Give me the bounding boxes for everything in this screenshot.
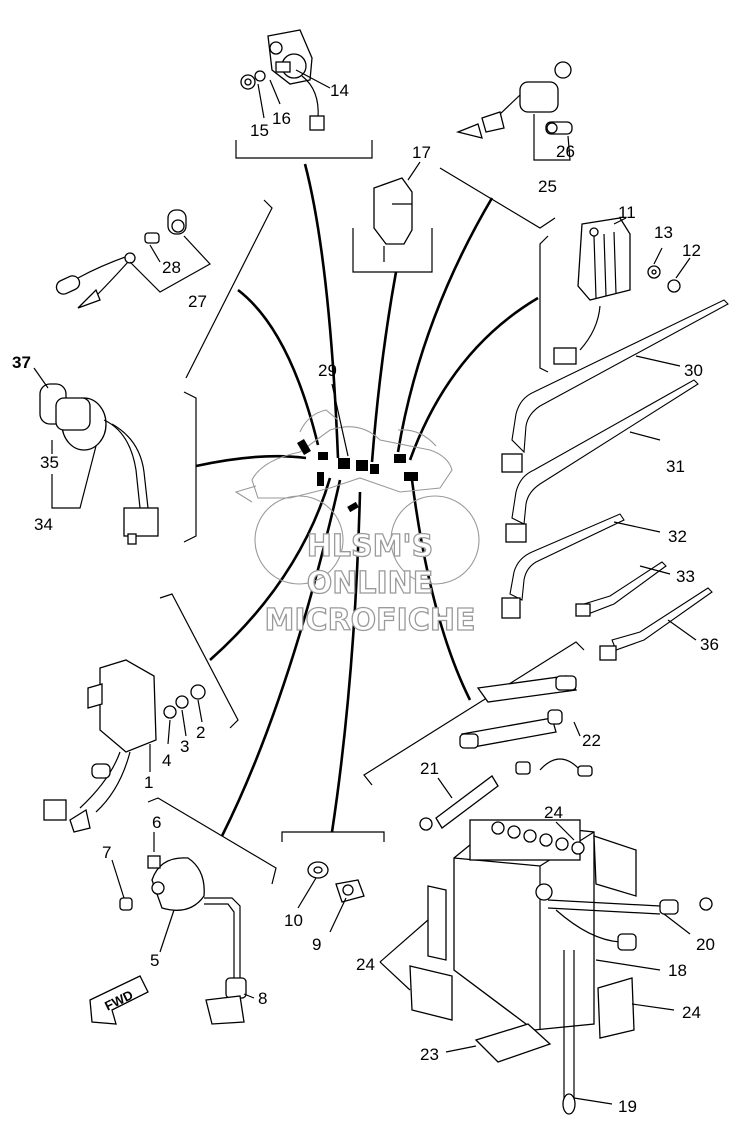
- callout-13: 13: [654, 223, 673, 242]
- speed-sensor-part: [119, 855, 247, 1025]
- group-brackets: [147, 140, 585, 885]
- callout-29: 29: [318, 361, 337, 380]
- callout-20: 20: [696, 935, 715, 954]
- regulator-part: [43, 659, 206, 833]
- callout-8: 8: [258, 989, 267, 1008]
- callout-35: 35: [40, 453, 59, 472]
- watermark-line-3: MICROFICHE: [265, 603, 476, 638]
- callout-12: 12: [682, 241, 701, 260]
- igniter-unit-part: [553, 217, 681, 365]
- leader-lines: [33, 69, 697, 1105]
- starter-relay-part: [455, 61, 573, 139]
- fwd-direction-sign: FWD: [89, 975, 149, 1025]
- callout-32: 32: [668, 527, 687, 546]
- callout-15: 15: [250, 121, 269, 140]
- callout-21: 21: [420, 759, 439, 778]
- battery-assembly: [409, 675, 713, 1115]
- callout-34: 34: [34, 515, 53, 534]
- callout-17: 17: [412, 143, 431, 162]
- callout-11: 11: [618, 203, 636, 222]
- harness-connector-markers: [297, 438, 418, 513]
- cable-ties: [501, 299, 729, 661]
- main-switch-part: [39, 383, 159, 545]
- callout-31: 31: [666, 457, 685, 476]
- watermark: HLSM'S ONLINE MICROFICHE: [264, 528, 476, 638]
- relay-cover-part: [373, 177, 413, 262]
- callout-9: 9: [312, 935, 321, 954]
- callout-27: 27: [188, 292, 207, 311]
- neutral-switch-part: [240, 29, 325, 131]
- watermark-line-1: HLSM'S: [307, 529, 433, 564]
- callout-24-left: 24: [356, 955, 375, 974]
- callout-2: 2: [196, 723, 205, 742]
- callout-10: 10: [284, 911, 303, 930]
- callout-23: 23: [420, 1045, 439, 1064]
- callout-36: 36: [700, 635, 719, 654]
- callout-5: 5: [150, 951, 159, 970]
- lead-wire-part: [55, 209, 187, 309]
- callout-7: 7: [102, 843, 111, 862]
- callout-4: 4: [162, 751, 171, 770]
- callout-30: 30: [684, 361, 703, 380]
- callout-6: 6: [152, 813, 161, 832]
- callout-25: 25: [538, 177, 557, 196]
- callout-14: 14: [330, 81, 349, 100]
- callout-16: 16: [272, 109, 291, 128]
- callout-26: 26: [556, 142, 575, 161]
- harness-wires: [195, 163, 539, 837]
- callout-3: 3: [180, 737, 189, 756]
- callout-22: 22: [582, 731, 601, 750]
- thermo-plug-part: [307, 861, 365, 903]
- callout-28: 28: [162, 258, 181, 277]
- watermark-line-2: ONLINE: [307, 566, 434, 601]
- callout-labels: 14 16 15 17 26 25 11 13 12 28 27 37 29 3…: [12, 81, 719, 1116]
- atv-outline: [234, 409, 480, 585]
- callout-19: 19: [618, 1097, 637, 1116]
- callout-33: 33: [676, 567, 695, 586]
- callout-1: 1: [144, 773, 153, 792]
- callout-24-top: 24: [544, 803, 563, 822]
- callout-24-right: 24: [682, 1003, 701, 1022]
- callout-37: 37: [12, 353, 31, 372]
- callout-18: 18: [668, 961, 687, 980]
